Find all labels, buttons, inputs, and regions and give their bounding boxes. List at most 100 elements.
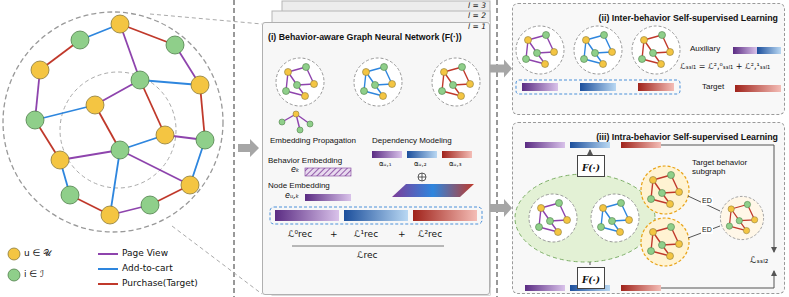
interaction-graph	[191, 76, 209, 94]
interaction-graph	[111, 141, 129, 159]
layer-pages	[262, 1, 490, 295]
interaction-graph	[181, 176, 199, 194]
intra-ssl-illustration	[590, 150, 591, 154]
legend-text: Page View	[122, 249, 168, 259]
intra-ssl-illustration	[591, 194, 639, 242]
intra-ssl-illustration	[688, 226, 720, 238]
gnn-illustration	[432, 58, 480, 106]
interaction-graph	[31, 61, 49, 79]
separator-line	[497, 0, 498, 297]
intra-ssl-illustration	[726, 201, 758, 233]
label-text: ℒ¹rec	[354, 230, 378, 240]
gnn-illustration	[372, 151, 402, 158]
gnn-illustration	[418, 173, 426, 181]
label-text: +	[398, 230, 406, 240]
label-text: Auxiliary	[690, 45, 720, 54]
gnn-illustration	[270, 207, 482, 224]
interaction-graph	[3, 12, 262, 294]
inter-ssl-illustration	[639, 32, 674, 68]
interaction-graph	[150, 14, 262, 24]
intra-ssl-illustration	[648, 172, 683, 208]
inter-ssl-illustration	[581, 32, 616, 68]
inter-ssl-illustration	[574, 26, 622, 74]
gnn-illustration	[283, 64, 318, 100]
function-label: F(·)	[582, 163, 600, 174]
function-label: F(·)	[582, 275, 600, 286]
separator-line	[234, 0, 235, 297]
label-text: ED	[701, 226, 713, 234]
intra-ssl-illustration	[570, 142, 610, 148]
interaction-graph	[51, 151, 69, 169]
function-box: F(·)	[577, 155, 605, 177]
label-text: Target	[702, 83, 724, 92]
gnn-illustration	[293, 111, 299, 117]
inter-ssl-illustration	[512, 3, 785, 115]
label-text: ℒ²rec	[418, 230, 442, 240]
function-box: F(·)	[577, 267, 605, 289]
intra-ssl-illustration	[525, 285, 565, 291]
inter-ssl-illustration	[632, 26, 680, 74]
legend-sample	[98, 268, 118, 270]
intra-ssl-illustration	[720, 196, 763, 239]
label-text: ℒ⁰rec	[288, 230, 312, 240]
gnn-illustration	[413, 210, 477, 221]
gnn-illustration	[279, 119, 285, 125]
interaction-graph	[196, 131, 214, 149]
intra-ssl-illustration	[529, 194, 577, 242]
gnn-illustration	[276, 58, 324, 106]
gnn-illustration	[442, 151, 472, 158]
interaction-graph	[131, 71, 149, 89]
label-text: Dependency Modeling	[372, 137, 452, 146]
legend-text: i ∈ ℐ	[24, 270, 44, 280]
label-text: Node Embedding	[268, 182, 330, 191]
legend-sample	[98, 283, 118, 285]
gnn-illustration	[275, 210, 339, 221]
gnn-illustration	[361, 64, 396, 100]
intra-ssl-illustration	[515, 174, 655, 262]
interaction-graph	[141, 196, 159, 214]
label-text: +	[330, 230, 338, 240]
interaction-graph	[26, 31, 214, 214]
label-text: αᵤ,₁	[379, 161, 391, 169]
panel-title: (iii) Intra-behavior Self-supervised Lea…	[596, 132, 778, 143]
intra-ssl-illustration	[688, 196, 720, 211]
label-text: ℒₛₛₗ₂	[750, 256, 768, 266]
legend-sample	[8, 248, 20, 260]
interaction-graph	[101, 206, 119, 224]
label-text: l = 1	[468, 23, 486, 31]
label-text: Behavior Embedding	[268, 157, 342, 166]
inter-ssl-illustration	[512, 3, 785, 115]
intra-ssl-illustration	[661, 271, 774, 288]
intra-ssl-illustration	[512, 122, 785, 294]
intra-ssl-illustration	[591, 194, 639, 242]
label-text: Target behavior subgraph	[692, 159, 766, 177]
gnn-illustration	[276, 58, 324, 106]
inter-ssl-illustration	[735, 85, 781, 92]
gnn-illustration	[297, 127, 303, 133]
label-text: ED	[701, 197, 713, 205]
intra-ssl-illustration	[641, 166, 689, 214]
gnn-illustration	[439, 64, 474, 100]
legend-text: u ∈ 𝒰	[24, 249, 51, 259]
intra-ssl-illustration	[661, 145, 774, 252]
gnn-illustration	[407, 151, 437, 158]
intra-ssl-illustration	[525, 142, 565, 148]
label-text: ℒrec	[357, 251, 377, 261]
inter-ssl-panel: (ii) Inter-behavior Self-supervised Lear…	[512, 3, 785, 115]
panel-title: (ii) Inter-behavior Self-supervised Lear…	[599, 13, 778, 24]
gnn-illustration	[305, 168, 351, 176]
label-text: αᵤ,₂	[414, 161, 426, 169]
legend-text: Add-to-cart	[122, 264, 173, 274]
interaction-graph	[156, 126, 174, 144]
interaction-graph	[120, 150, 190, 185]
interaction-graph	[60, 72, 176, 188]
intra-ssl-illustration	[720, 196, 763, 239]
inter-ssl-illustration	[574, 26, 622, 74]
panel-title: (i) Behavior-aware Graph Neural Network …	[268, 32, 462, 43]
inter-ssl-illustration	[522, 83, 558, 91]
flow-arrow	[490, 199, 512, 217]
interaction-graph	[35, 24, 205, 215]
legend-sample	[8, 269, 20, 281]
